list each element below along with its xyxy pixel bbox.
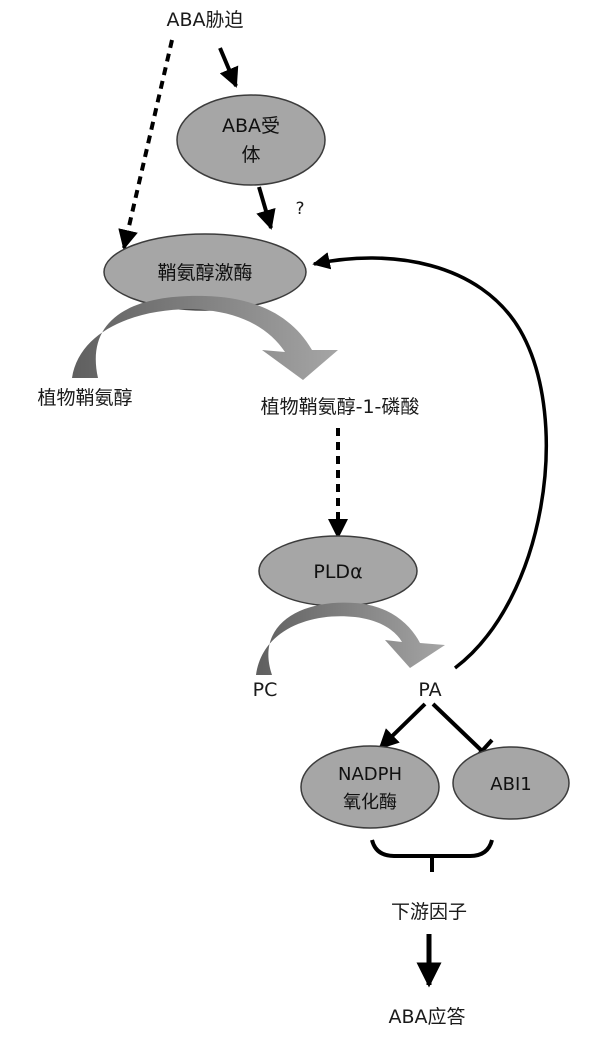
inhibition-line-pa-to-abi1: [431, 702, 484, 753]
node-nadph-oxidase: NADPH 氧化酶: [300, 745, 440, 829]
curved-arrow-phosphorylation: [72, 295, 338, 380]
label-phytosphingosine-1-phosphate: 植物鞘氨醇-1-磷酸: [261, 396, 420, 418]
arrow-receptor-to-kinase: [256, 186, 276, 230]
arrow-pa-to-nadph-oxidase: [378, 702, 427, 750]
node-sphingosine-kinase: 鞘氨醇激酶: [103, 233, 307, 311]
arrow-stress-to-receptor: [218, 47, 239, 88]
dashed-arrow-stress-to-kinase: [118, 39, 174, 250]
node-sphingosine-kinase-label: 鞘氨醇激酶: [157, 262, 252, 284]
node-aba-receptor-line1: ABA受: [222, 115, 280, 137]
node-abi1-shape: [452, 746, 570, 820]
node-nadph-oxidase-line2: 氧化酶: [343, 792, 397, 813]
label-aba-response: ABA应答: [388, 1006, 465, 1028]
node-aba-receptor-shape: [176, 94, 326, 186]
node-aba-receptor: ABA受 体: [176, 94, 326, 186]
label-phytosphingosine: 植物鞘氨醇: [37, 387, 132, 409]
curved-arrow-pc-to-pa: [256, 602, 445, 675]
label-question-mark: ?: [295, 199, 304, 219]
node-nadph-oxidase-shape: [300, 745, 440, 829]
node-nadph-oxidase-line1: NADPH: [338, 764, 402, 785]
label-downstream-factors: 下游因子: [391, 901, 467, 923]
node-pld-alpha-label: PLDα: [313, 561, 362, 583]
node-abi1: ABI1: [452, 746, 570, 820]
grouping-bracket: [370, 839, 494, 858]
node-pld-alpha: PLDα: [258, 535, 418, 607]
label-pa: PA: [418, 679, 441, 701]
label-aba-stress: ABA胁迫: [166, 9, 243, 31]
feedback-arrow-pa-to-kinase: [312, 252, 549, 670]
label-pc: PC: [253, 679, 278, 701]
node-aba-receptor-line2: 体: [241, 144, 260, 166]
node-abi1-label: ABI1: [490, 774, 531, 795]
